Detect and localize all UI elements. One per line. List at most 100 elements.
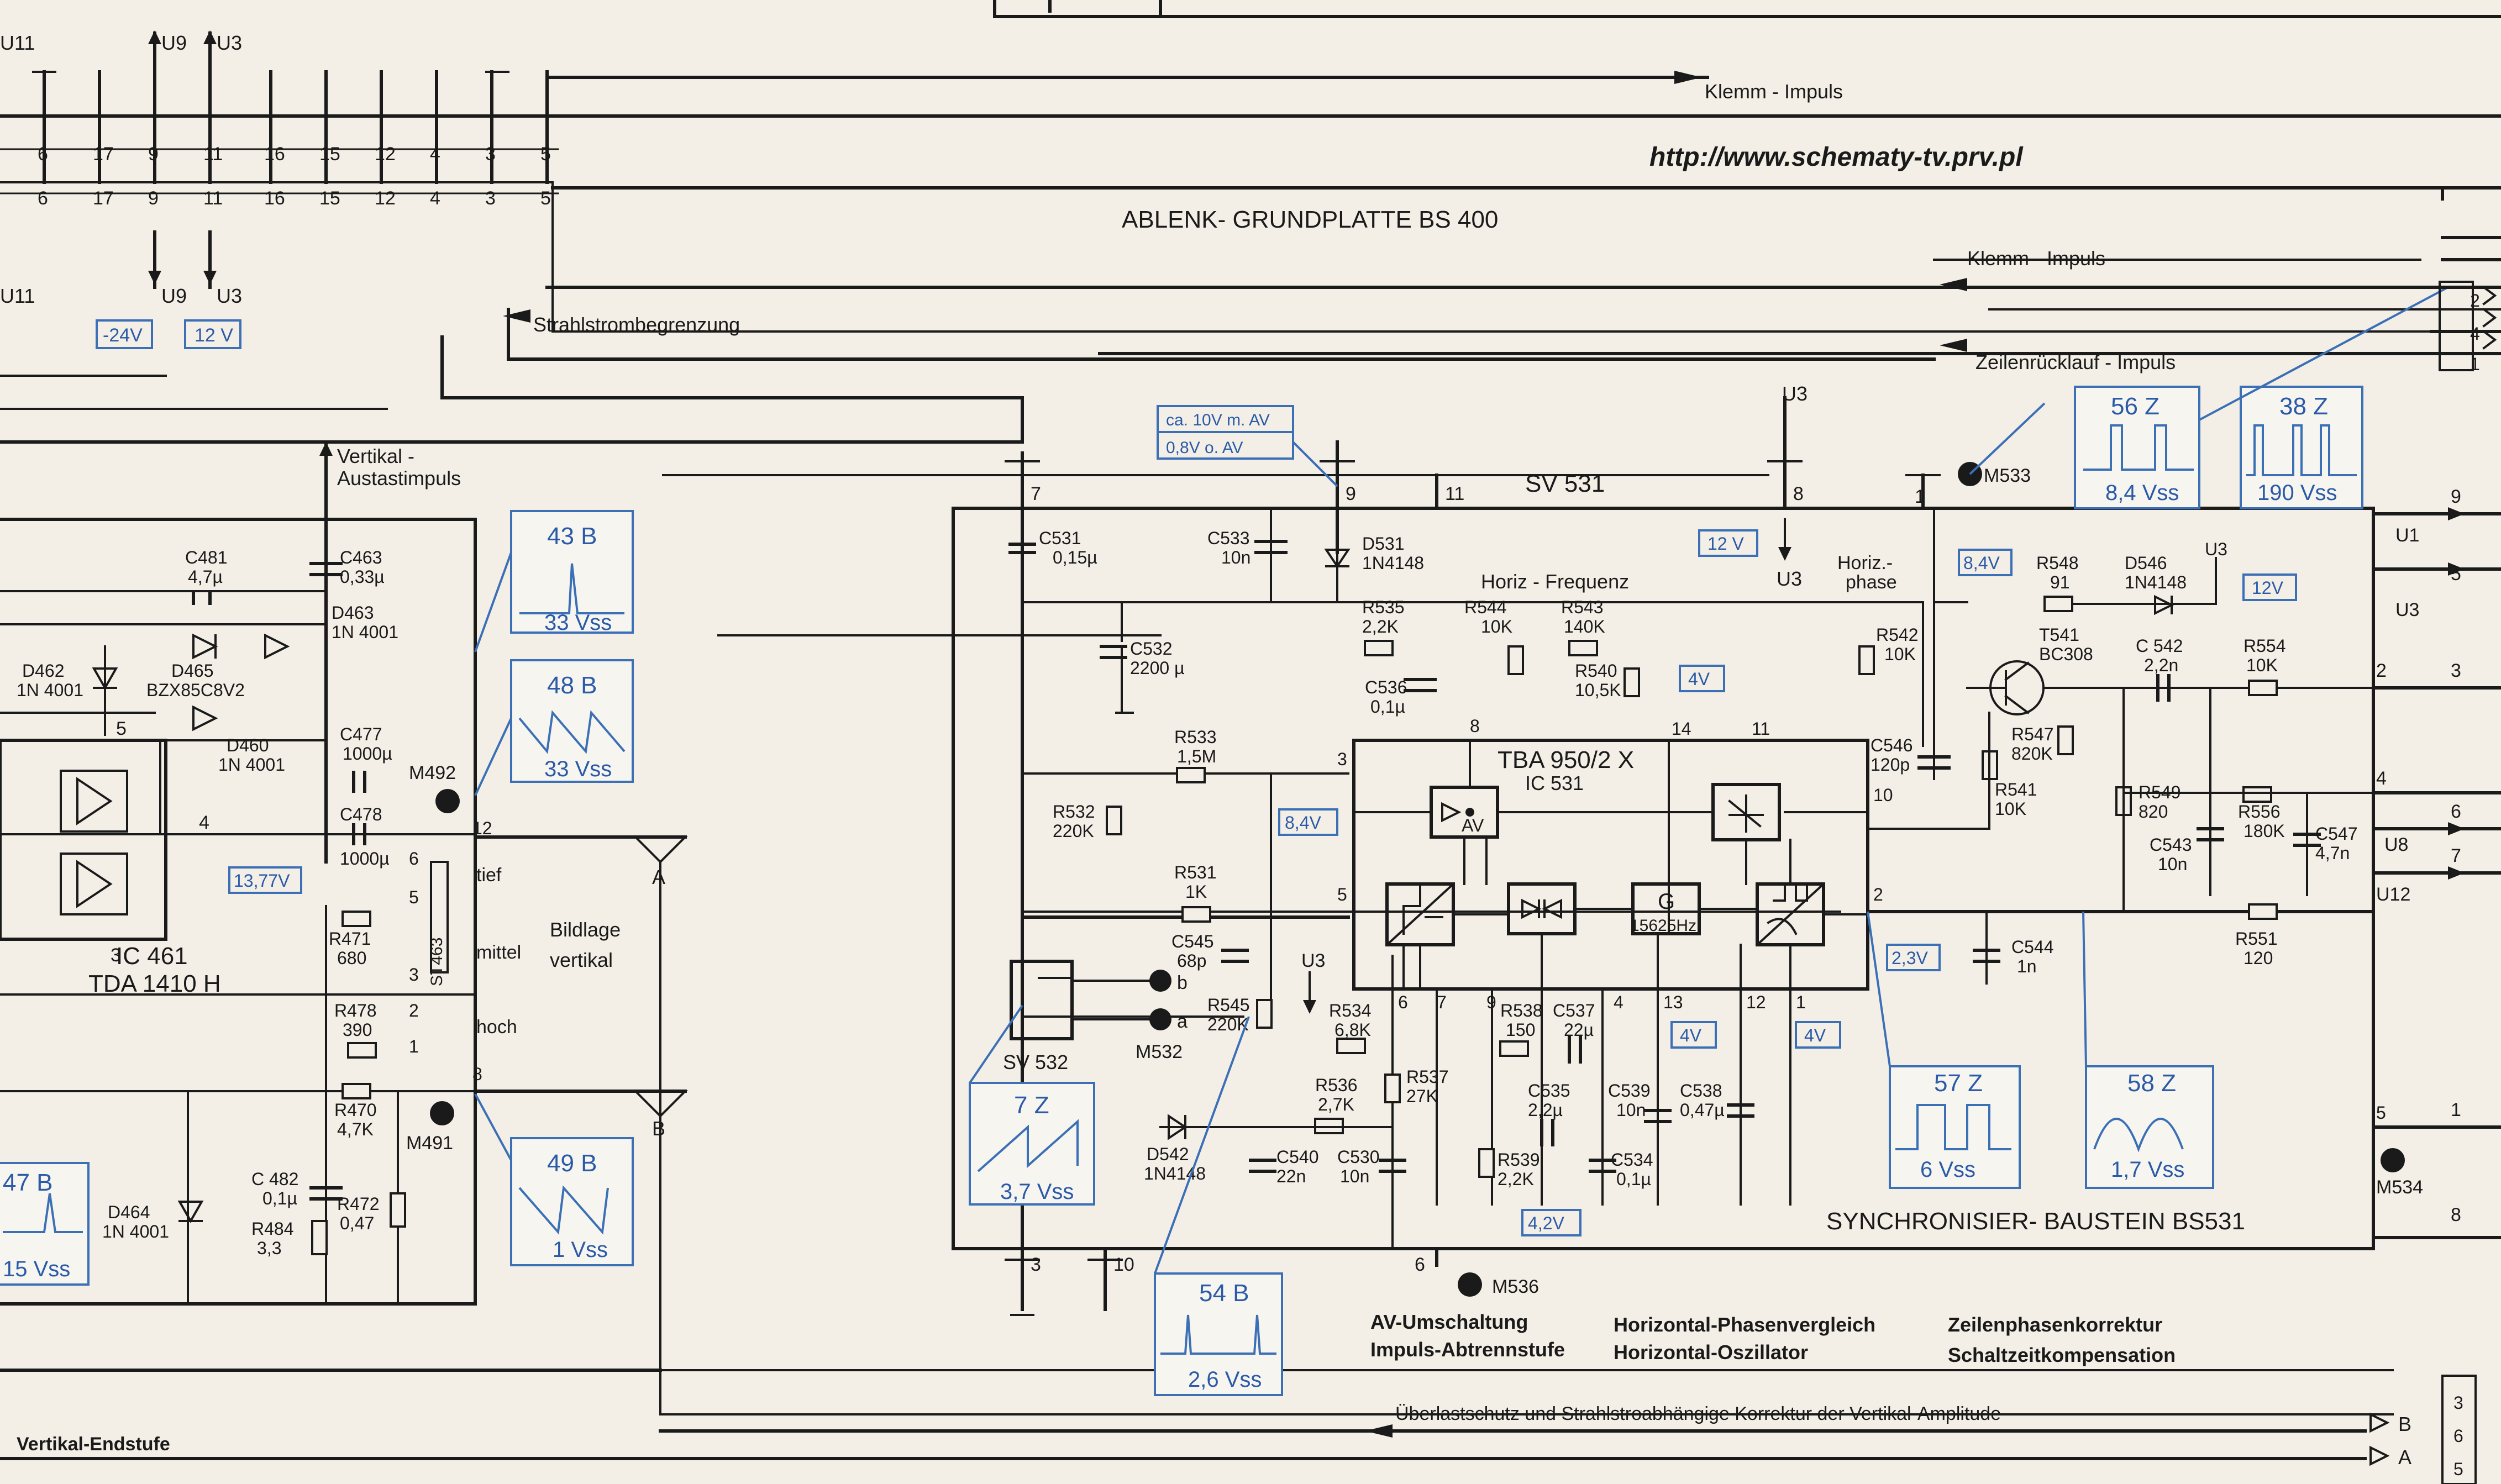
r470-val: 4,7K: [337, 1119, 374, 1139]
tba950-ref: IC 531: [1525, 772, 1584, 794]
signal-labels: Klemm - Impuls Klemm - Impuls Zeilenrück…: [319, 71, 2176, 521]
c532-val: 2200 µ: [1130, 658, 1185, 678]
r543-ref: R543: [1561, 597, 1604, 617]
d465-val: BZX85C8V2: [146, 680, 245, 700]
right-b-label: B: [2398, 1413, 2411, 1435]
r534-val: 6,8K: [1334, 1020, 1371, 1040]
r554-val: 10K: [2246, 655, 2278, 675]
source-url: http://www.schematy-tv.prv.pl: [1649, 143, 2024, 172]
ic531-pin-3: 3: [1337, 749, 1347, 769]
connector-b-label: B: [652, 1117, 665, 1140]
m534-label: M534: [2376, 1177, 2423, 1198]
lower-pin-6: 6: [1415, 1254, 1425, 1275]
sync-module-bs531: SYNCHRONISIER- BAUSTEIN BS531 SV 531 7 9…: [952, 382, 2423, 1316]
d462-val: 1N 4001: [17, 680, 83, 700]
voltage-12v-b: 12V: [2252, 578, 2284, 598]
strip-pin-top-9: 9: [148, 144, 159, 165]
ic461-name: TDA 1410 H: [88, 970, 221, 997]
av-block-label: AV: [1462, 815, 1484, 835]
sv531-pin-8: 8: [1793, 483, 1804, 504]
r547-val: 820K: [2011, 744, 2053, 764]
scope-43b-id: 43 B: [547, 523, 597, 550]
r471-val: 680: [337, 948, 366, 968]
r539-ref: R539: [1498, 1150, 1540, 1170]
hoch-label: hoch: [476, 1017, 517, 1038]
strip-pin-top-16: 16: [264, 144, 285, 165]
ic531-pin-14: 14: [1672, 719, 1691, 739]
lower-pin-10: 10: [1113, 1254, 1134, 1275]
supply-arrows: U11 U9 U3 U11 U9 U3 -24V 12 V: [0, 30, 242, 349]
scope-47b-id: 47 B: [3, 1169, 53, 1196]
scope-56z-id: 56 Z: [2111, 393, 2160, 420]
m492-point[interactable]: [435, 789, 460, 813]
r544-ref: R544: [1464, 597, 1507, 617]
strip-pin-bottom-9: 9: [148, 188, 159, 209]
scope-7z-amp: 3,7 Vss: [1000, 1180, 1074, 1204]
right-pin-2-top: 2: [2470, 291, 2480, 311]
c539-ref: C539: [1608, 1081, 1651, 1101]
m534-point[interactable]: [2381, 1148, 2405, 1172]
c542-ref: C 542: [2136, 636, 2183, 656]
vertical-output-stage: 4 3 5 IC 461 TDA 1410 H C481 4,7µ C463 0…: [0, 518, 2394, 1455]
supply-tag-minus24: -24V: [103, 325, 143, 346]
d465-ref: D465: [171, 661, 214, 681]
supply-u9-top: U9: [161, 31, 187, 54]
av-label-ca10v: ca. 10V m. AV: [1166, 411, 1270, 429]
supply-u3-bottom: U3: [217, 285, 242, 307]
c546-ref: C546: [1871, 735, 1913, 755]
c531-ref: C531: [1039, 528, 1081, 548]
r535-val: 2,2K: [1362, 617, 1399, 636]
u3-right-label: U3: [2395, 599, 2419, 620]
d463-ref: D463: [332, 603, 374, 623]
r539-val: 2,2K: [1498, 1169, 1534, 1189]
caption-av-2: Impuls-Abtrennstufe: [1370, 1338, 1565, 1361]
u3-top-label: U3: [1782, 382, 1808, 405]
right-pin-1-top: 1: [2470, 354, 2480, 374]
t541-val: BC308: [2039, 644, 2093, 664]
tief-label: tief: [476, 865, 502, 886]
ic531-pin-10: 10: [1873, 785, 1893, 805]
c542-val: 2,2n: [2144, 655, 2178, 675]
r542-val: 10K: [1884, 644, 1916, 664]
c535-ref: C535: [1528, 1081, 1570, 1101]
d531-val: 1N4148: [1362, 553, 1424, 573]
c538-val: 0,47µ: [1680, 1100, 1725, 1120]
c536-val: 0,1µ: [1370, 697, 1405, 717]
bildlage-label-2: vertikal: [550, 949, 613, 971]
voltage-2-3v: 2,3V: [1891, 948, 1928, 968]
c539-val: 10n: [1616, 1100, 1646, 1120]
supply-u11-bottom: U11: [0, 285, 35, 307]
r478-ref: R478: [334, 1001, 377, 1020]
strip-pin-top-5: 5: [540, 144, 551, 165]
ic531-pin-1: 1: [1796, 992, 1806, 1012]
ic531-pin-8: 8: [1470, 716, 1480, 736]
caption-zk-1: Zeilenphasenkorrektur: [1948, 1313, 2162, 1336]
c482-ref: C 482: [251, 1169, 298, 1189]
caption-vertikal-endstufe: Vertikal-Endstufe: [17, 1434, 170, 1455]
tda-pin-4: 4: [199, 812, 209, 833]
d542-ref: D542: [1147, 1144, 1189, 1164]
right-pin-5: 5: [2451, 564, 2461, 585]
sv531-pin-9: 9: [1346, 483, 1356, 504]
sync-scope-panels: 7 Z 3,7 Vss 54 B 2,6 Vss 56 Z 8,4 Vss 38…: [969, 286, 2449, 1396]
horiz-phase-label-1: Horiz.-: [1837, 552, 1893, 573]
voltage-4v-c: 4V: [1804, 1025, 1826, 1045]
r540-ref: R540: [1575, 661, 1617, 681]
r542-ref: R542: [1876, 625, 1919, 645]
r538-val: 150: [1506, 1020, 1535, 1040]
strip-pin-top-17: 17: [93, 144, 114, 165]
m491-point[interactable]: [430, 1101, 454, 1125]
d464-ref: D464: [108, 1202, 150, 1222]
r551-ref: R551: [2235, 929, 2278, 949]
c537-ref: C537: [1553, 1001, 1595, 1020]
right-pin-3: 3: [2451, 660, 2461, 681]
scope-38z-amp: 190 Vss: [2257, 481, 2337, 505]
voltage-4v-b: 4V: [1680, 1025, 1702, 1045]
scope-7z-id: 7 Z: [1014, 1092, 1049, 1119]
lower-pin-3: 3: [1031, 1254, 1041, 1275]
strip-pin-top-3: 3: [485, 144, 496, 165]
c477-val: 1000µ: [343, 744, 392, 764]
c535-val: 2,2µ: [1528, 1100, 1563, 1120]
m536-point[interactable]: [1458, 1272, 1482, 1297]
